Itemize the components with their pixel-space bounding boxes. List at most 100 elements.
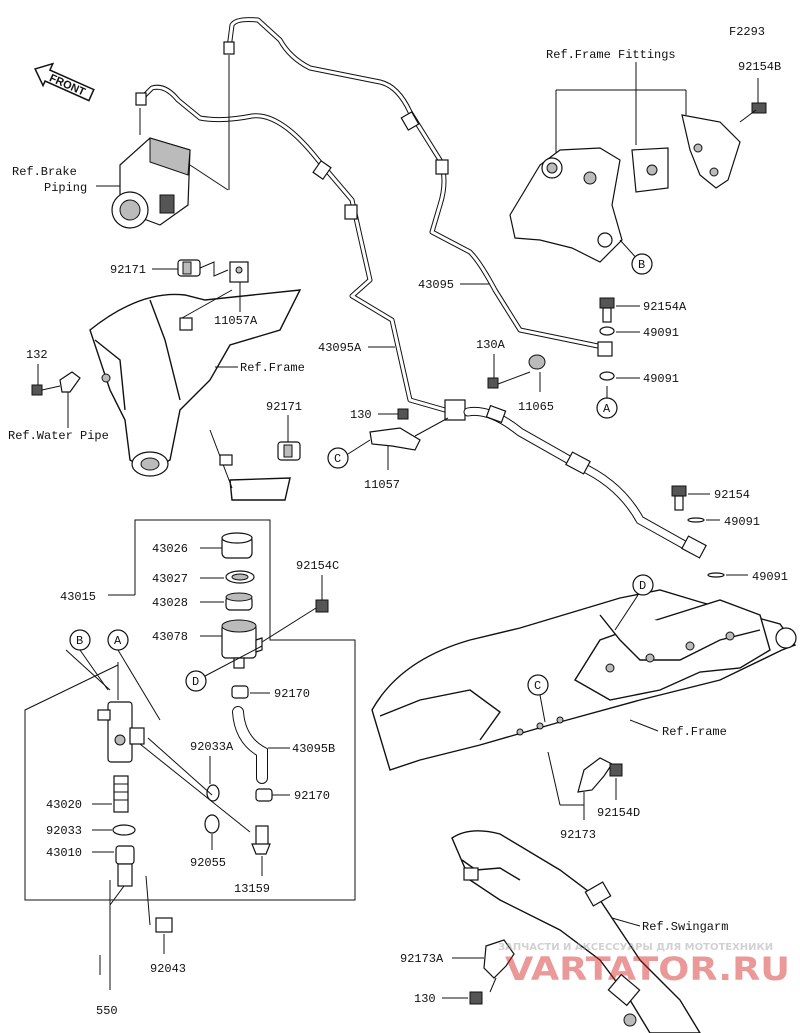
- label-550: 550: [96, 1004, 118, 1018]
- callout-a-mid: [596, 397, 618, 419]
- reservoir-cap-43026: [221, 532, 253, 559]
- label-13159: 13159: [234, 882, 270, 896]
- grommet-11065: [528, 354, 546, 370]
- callout-c-mid-label: C: [334, 452, 341, 466]
- label-92154D: 92154D: [597, 806, 640, 820]
- label-43095B: 43095B: [292, 742, 335, 756]
- piston-43020: [113, 775, 129, 813]
- label-49091-d: 49091: [752, 570, 788, 584]
- label-130-mid: 130: [350, 408, 372, 422]
- callout-c-right: [527, 674, 549, 696]
- bolt-92154B: [739, 78, 767, 123]
- ref-brake-label: Ref.Brake: [12, 165, 77, 179]
- label-43010: 43010: [46, 846, 82, 860]
- front-label: FRONT: [47, 72, 87, 98]
- diaphragm-43028: [225, 592, 253, 611]
- fitting-13159: [251, 825, 271, 876]
- label-49091-b: 49091: [643, 372, 679, 386]
- clip-92171-top: [177, 259, 249, 283]
- swingarm: [451, 830, 701, 1033]
- label-43027: 43027: [152, 572, 188, 586]
- diagram-code: F2293: [729, 25, 765, 39]
- washer-49091-b: [599, 371, 615, 381]
- ref-frame-fittings-label: Ref.Frame Fittings: [546, 48, 676, 62]
- label-92033A: 92033A: [190, 740, 234, 754]
- label-92154A: 92154A: [643, 300, 687, 314]
- label-92043: 92043: [150, 962, 186, 976]
- frame-top-left: [89, 289, 302, 501]
- label-92055: 92055: [190, 856, 226, 870]
- label-132: 132: [26, 348, 48, 362]
- label-130-bottom: 130: [414, 992, 436, 1006]
- bolt-130A: [487, 354, 531, 389]
- ref-piping-label: Piping: [44, 181, 87, 195]
- callout-d-right-label: D: [639, 579, 646, 593]
- label-92171-top: 92171: [110, 263, 146, 277]
- brake-hose: [463, 404, 707, 559]
- label-43020: 43020: [46, 798, 82, 812]
- bolt-130-bottom: [469, 991, 483, 1005]
- label-11057A: 11057A: [214, 314, 258, 328]
- callout-d-left: [185, 670, 207, 692]
- label-92154: 92154: [714, 488, 750, 502]
- label-11057: 11057: [364, 478, 400, 492]
- callout-c-right-label: C: [534, 679, 541, 693]
- master-cylinder-43010: [97, 662, 251, 833]
- label-92173: 92173: [560, 828, 596, 842]
- bolt-92154C: [261, 575, 329, 643]
- label-43028: 43028: [152, 596, 188, 610]
- washer-49091-a: [599, 326, 615, 336]
- ref-water-pipe-label: Ref.Water Pipe: [8, 429, 109, 443]
- watermark-site: VARTATOR.RU: [505, 950, 790, 988]
- abs-unit: [111, 137, 229, 229]
- label-92170-bottom: 92170: [294, 789, 330, 803]
- pin-92043: [145, 875, 173, 954]
- ref-frame-bottom-label: Ref.Frame: [662, 725, 727, 739]
- label-49091-c: 49091: [724, 515, 760, 529]
- callout-c-mid: [327, 447, 349, 469]
- bracket-11057: [369, 399, 466, 451]
- frame-bottom-right: [371, 589, 797, 771]
- label-49091-a: 49091: [643, 326, 679, 340]
- ring-92033: [112, 824, 136, 836]
- clamp-92170-bottom: [255, 788, 273, 802]
- label-92171-mid: 92171: [266, 400, 302, 414]
- oring-92055: [204, 814, 220, 834]
- clip-92171-mid: [277, 415, 301, 461]
- ref-swingarm-label: Ref.Swingarm: [642, 920, 728, 934]
- label-43095: 43095: [418, 278, 454, 292]
- washer-49091-d: [707, 572, 725, 578]
- label-43015: 43015: [60, 590, 96, 604]
- bolt-130-mid: [397, 408, 409, 420]
- callout-b-left-label: B: [76, 634, 83, 648]
- master-cylinder-group-border: [24, 519, 356, 901]
- reservoir-43078: [221, 619, 263, 669]
- label-130A: 130A: [476, 338, 506, 352]
- clamp-92173: [547, 751, 623, 820]
- pushrod-43010: [109, 845, 135, 906]
- bolt-92154: [671, 485, 710, 511]
- clamp-92170-top: [231, 685, 249, 699]
- washer-49091-c: [687, 517, 705, 523]
- oring-92033A: [206, 784, 220, 802]
- ref-frame-top-label: Ref.Frame: [240, 361, 305, 375]
- label-43095A: 43095A: [318, 341, 362, 355]
- label-92173A: 92173A: [400, 952, 444, 966]
- frame-fittings-bracket: [509, 62, 741, 263]
- front-arrow: FRONT: [34, 62, 95, 102]
- label-92154B: 92154B: [738, 60, 781, 74]
- callout-a-mid-label: A: [603, 402, 611, 416]
- callout-a-left-label: A: [114, 634, 122, 648]
- bolt-132: [31, 364, 81, 396]
- cotter-pin-550: [99, 880, 111, 990]
- callout-b-top-label: B: [638, 258, 645, 272]
- brake-pipes: [135, 17, 613, 413]
- label-43078: 43078: [152, 630, 188, 644]
- callout-d-left-label: D: [192, 675, 199, 689]
- label-92170-top: 92170: [274, 687, 310, 701]
- callout-d-right: [632, 574, 654, 596]
- watermark-tagline: ЗАПЧАСТИ И АКСЕССУАРЫ ДЛЯ МОТОТЕХНИКИ: [498, 942, 773, 953]
- label-92154C: 92154C: [296, 559, 339, 573]
- label-92033: 92033: [46, 824, 82, 838]
